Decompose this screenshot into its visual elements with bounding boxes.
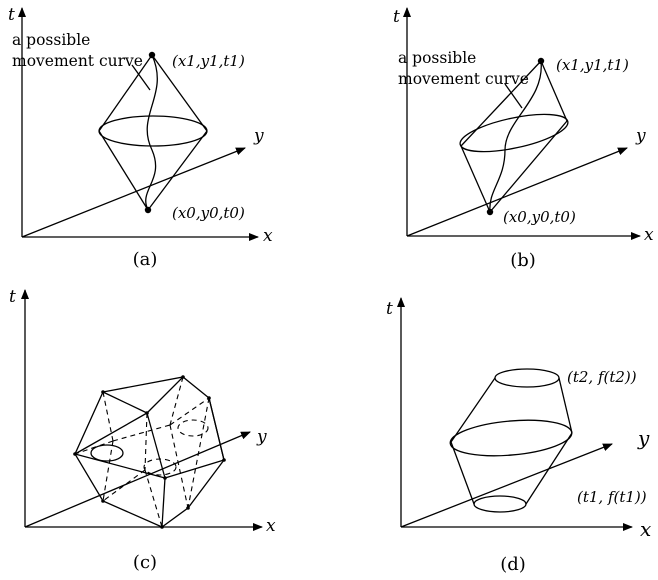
panel-d-axes <box>397 297 633 531</box>
panel-a-axes <box>18 7 259 241</box>
cone-base-ellipse <box>98 115 208 147</box>
double-cone <box>98 54 208 211</box>
annotation-line1: a possible <box>398 49 476 67</box>
bottom-point-label: (x0,y0,t0) <box>172 204 245 222</box>
y-axis-label: y <box>253 126 264 146</box>
top-point-label: (x1,y1,t1) <box>556 56 629 74</box>
x-axis-label: x <box>640 517 651 541</box>
inner-ellipse-center <box>143 458 177 476</box>
x-axis-label: x <box>644 225 654 245</box>
panel-a: t x y a possible movement curve (x1,y1,t… <box>8 5 273 270</box>
top-point-label: (x1,y1,t1) <box>172 52 245 70</box>
annotation-line2: movement curve <box>12 52 143 70</box>
annotation-line2: movement curve <box>398 70 529 88</box>
annotation-line1: a possible <box>12 31 90 49</box>
y-axis <box>21 147 246 238</box>
polyhedron-hidden-edges <box>74 376 210 528</box>
inner-ellipse-right <box>177 419 209 437</box>
panel-d: t x y (t2, f(t2)) (t1, f(t1)) (d) <box>386 297 651 575</box>
top-point <box>537 57 545 65</box>
bottom-point-label: (x0,y0,t0) <box>503 208 576 226</box>
annotation-leader <box>504 83 523 109</box>
movement-curve <box>489 60 542 213</box>
truncated-double-cone <box>449 368 573 513</box>
panel-b: t x y a possible movement curve (x1,y1,t… <box>393 7 654 271</box>
x-axis-label: x <box>266 516 276 536</box>
y-axis-label: y <box>635 126 646 146</box>
x-axis-label: x <box>263 226 273 246</box>
caption-c: (c) <box>133 552 157 573</box>
caption-d: (d) <box>500 554 526 575</box>
panel-b-axes <box>403 7 641 240</box>
bottom-label: (t1, f(t1)) <box>577 488 647 506</box>
caption-b: (b) <box>510 250 536 271</box>
inner-ellipse-left <box>90 444 124 462</box>
top-ellipse <box>494 368 560 388</box>
movement-curve <box>145 54 158 211</box>
t-axis-label: t <box>393 7 400 27</box>
caption-a: (a) <box>133 249 158 270</box>
top-point <box>148 51 156 59</box>
polyhedron-outer-edges <box>74 376 225 528</box>
slanted-double-cone <box>459 60 569 213</box>
annotation-leader <box>131 64 151 91</box>
middle-ellipse <box>449 419 573 457</box>
panel-c: t x y <box>9 287 276 573</box>
panel-c-axes <box>21 289 263 531</box>
t-axis-label: t <box>386 299 393 319</box>
y-axis-label: y <box>256 427 267 447</box>
cone-base-ellipse <box>459 113 569 153</box>
t-axis-label: t <box>9 287 16 307</box>
t-axis-label: t <box>8 5 15 25</box>
bottom-point <box>144 206 152 214</box>
top-label: (t2, f(t2)) <box>567 368 637 386</box>
bottom-point <box>486 208 494 216</box>
bottom-ellipse <box>473 495 527 513</box>
polyhedron-vertices <box>73 375 226 529</box>
y-axis-label: y <box>637 426 650 450</box>
